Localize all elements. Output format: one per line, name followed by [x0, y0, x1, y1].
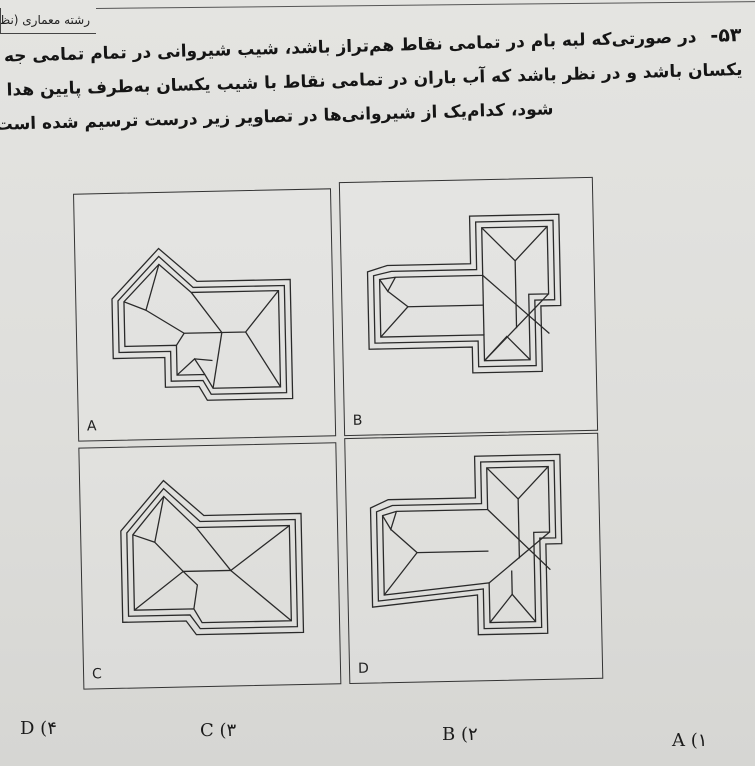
answer-2-number: (۲	[460, 724, 478, 745]
answer-option-3[interactable]: C (۳	[200, 720, 236, 741]
roof-plan-panel-c[interactable]: C	[78, 442, 342, 690]
answer-option-4[interactable]: D (۴	[20, 718, 57, 739]
panel-b-label: B	[352, 412, 363, 429]
roof-plan-panel-a[interactable]: A	[73, 188, 337, 442]
answer-1-number: (۱	[690, 730, 708, 751]
roof-plan-c-drawing	[120, 479, 305, 636]
answer-4-letter: D	[20, 718, 35, 739]
roof-plan-d-drawing	[369, 453, 563, 636]
question-text: ۵۳- در صورتی‌که لبه بام در تمامی نقاط هم…	[0, 18, 744, 142]
header-rule	[95, 0, 755, 9]
answer-4-number: (۴	[40, 718, 57, 739]
answer-option-2[interactable]: B (۲	[442, 724, 478, 745]
roof-plan-panel-b[interactable]: B	[338, 176, 599, 437]
roof-plans-figure: A B	[73, 166, 720, 690]
answer-option-1[interactable]: A (۱	[672, 730, 707, 751]
question-number: ۵۳-	[710, 23, 742, 47]
roof-plan-a-drawing	[111, 247, 294, 401]
answer-3-number: (۳	[219, 720, 237, 741]
roof-plan-panel-d[interactable]: D	[344, 432, 604, 685]
panel-d-label: D	[357, 660, 369, 677]
answer-1-letter: A	[672, 730, 685, 751]
roof-plan-b-drawing	[366, 213, 562, 374]
section-label: رشته معماری (نظا	[0, 8, 96, 34]
panel-c-label: C	[91, 666, 103, 683]
panel-a-label: A	[86, 418, 97, 435]
answer-3-letter: C	[200, 720, 214, 741]
answer-options: A (۱ B (۲ C (۳ D (۴	[0, 718, 755, 758]
answer-2-letter: B	[442, 724, 456, 745]
